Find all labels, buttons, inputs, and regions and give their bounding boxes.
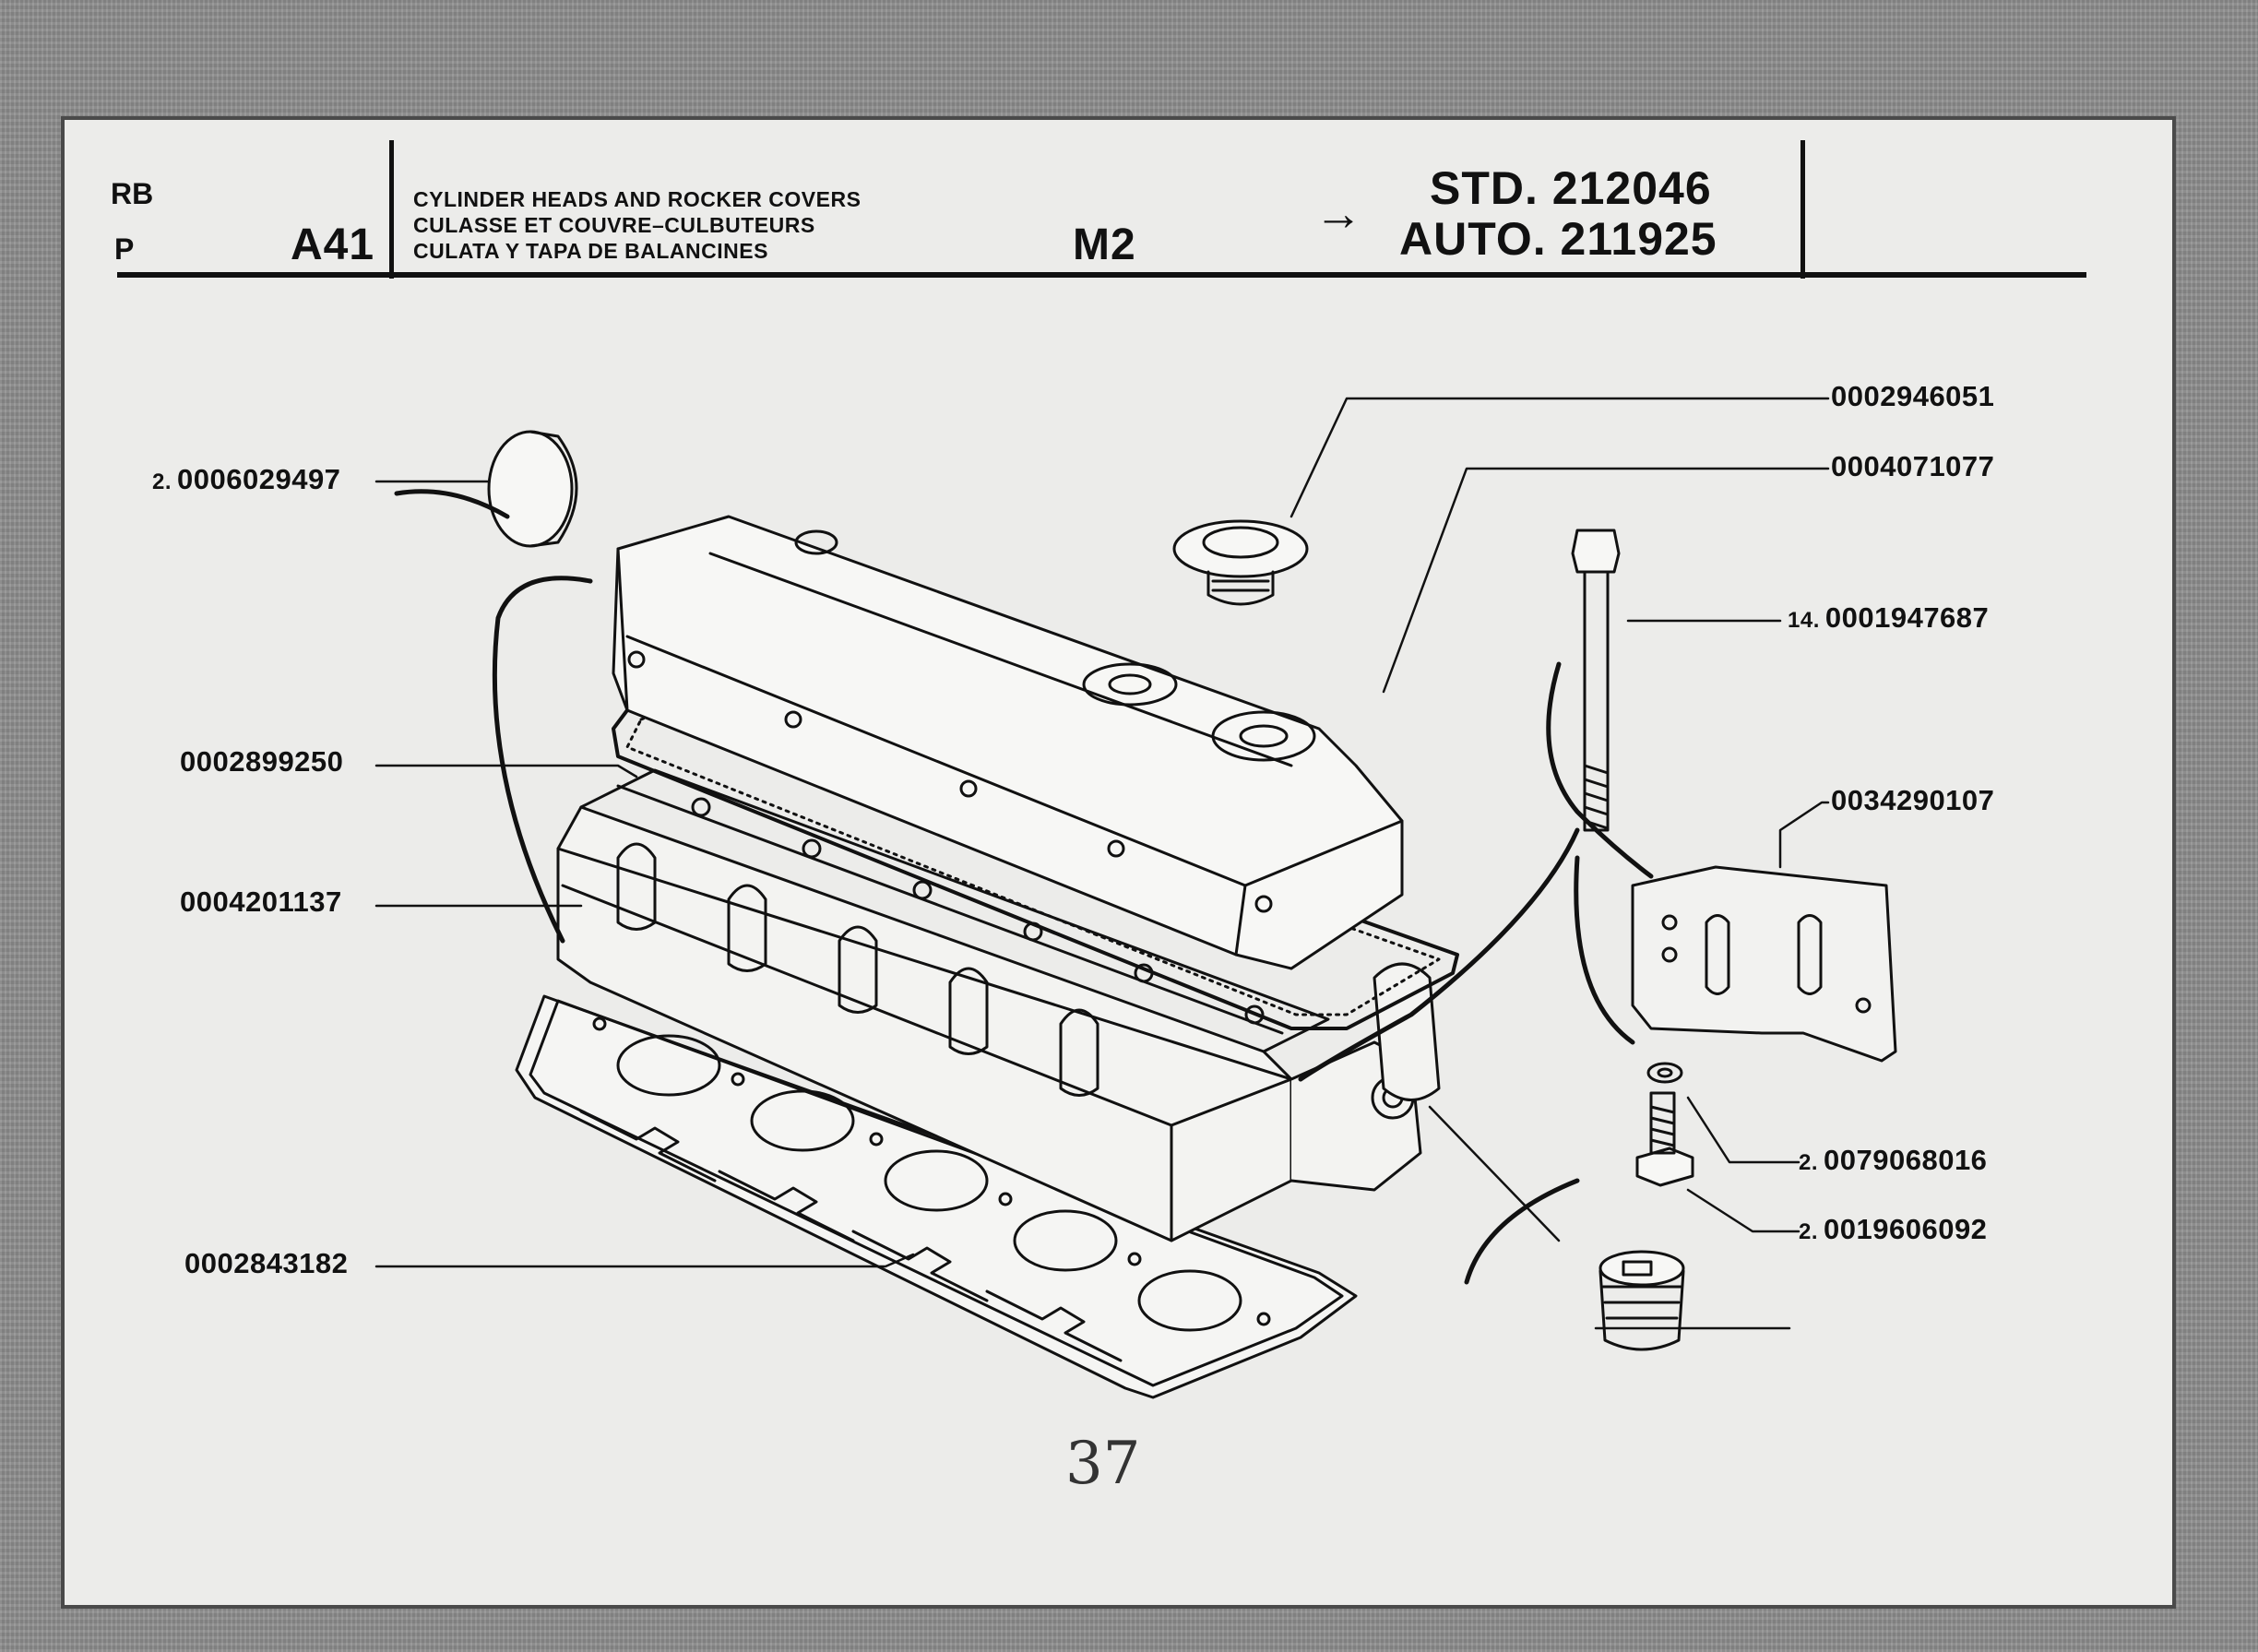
title-french: CULASSE ET COUVRE–CULBUTEURS (413, 213, 815, 237)
label-cover-bolt: 14.0001947687 (1788, 601, 1989, 635)
oil-filler-cap-drawing (1172, 519, 1309, 606)
core-plug-drawing (487, 430, 578, 548)
part-quantity: 2. (152, 469, 172, 494)
part-number: 0034290107 (1831, 784, 1995, 816)
arrow-icon: → (1314, 187, 1362, 241)
head-gasket-drawing (515, 994, 1358, 1399)
header-underline (117, 272, 2086, 278)
label-washer: 2.0079068016 (1799, 1144, 1987, 1177)
page-number: 37 (1065, 1430, 1141, 1498)
part-number: 0001947687 (1824, 601, 1990, 634)
cover-bolt-drawing (1571, 529, 1621, 832)
auto-serial: AUTO. 211925 (1399, 213, 1717, 265)
part-quantity: 2. (1799, 1150, 1819, 1175)
model-code: M2 (1073, 220, 1136, 269)
code-p: P (114, 232, 135, 266)
label-core-plug: 2.0006029497 (152, 463, 340, 496)
part-quantity: 2. (1799, 1219, 1819, 1244)
label-rocker-gasket: 0002899250 (180, 745, 343, 778)
lifting-bracket-drawing (1631, 865, 1897, 1063)
label-lifting-bracket: 0034290107 (1831, 784, 1994, 817)
part-number: 0004201137 (180, 885, 342, 918)
header-divider-right (1800, 140, 1805, 279)
washer-drawing (1646, 1062, 1683, 1084)
part-number: 0006029497 (177, 463, 341, 495)
exploded-view-drawing (374, 397, 1897, 1399)
parts-catalogue-sheet: RB P A41 CYLINDER HEADS AND ROCKER COVER… (65, 120, 2172, 1605)
label-head-gasket: 0002843182 (184, 1247, 348, 1280)
part-number: 0002843182 (184, 1247, 349, 1279)
title-english: CYLINDER HEADS AND ROCKER COVERS (413, 187, 862, 211)
section-code: A41 (291, 220, 375, 269)
code-rb: RB (111, 177, 154, 210)
threaded-plug-drawing (1598, 1250, 1685, 1351)
label-oil-filler-cap: 0002946051 (1831, 380, 1994, 413)
rocker-cover-drawing (612, 515, 1404, 970)
part-number: 0079068016 (1824, 1144, 1988, 1176)
title-block: CYLINDER HEADS AND ROCKER COVERS CULASSE… (413, 186, 861, 264)
std-serial: STD. 212046 (1430, 162, 1712, 214)
label-rocker-cover: 0004071077 (1831, 450, 1994, 483)
header-divider-left (389, 140, 394, 279)
part-number: 0004071077 (1831, 450, 1995, 482)
part-quantity: 14. (1788, 608, 1820, 633)
cylinder-head-drawing (556, 768, 1441, 1242)
label-bracket-bolt: 2.0019606092 (1799, 1213, 1987, 1246)
grouping-curves (394, 489, 1654, 1285)
part-number: 0002899250 (180, 745, 344, 778)
title-spanish: CULATA Y TAPA DE BALANCINES (413, 239, 768, 263)
label-cylinder-head: 0004201137 (180, 885, 342, 919)
part-number: 0019606092 (1824, 1213, 1988, 1245)
part-number: 0002946051 (1831, 380, 1995, 412)
bracket-bolt-drawing (1635, 1091, 1694, 1187)
